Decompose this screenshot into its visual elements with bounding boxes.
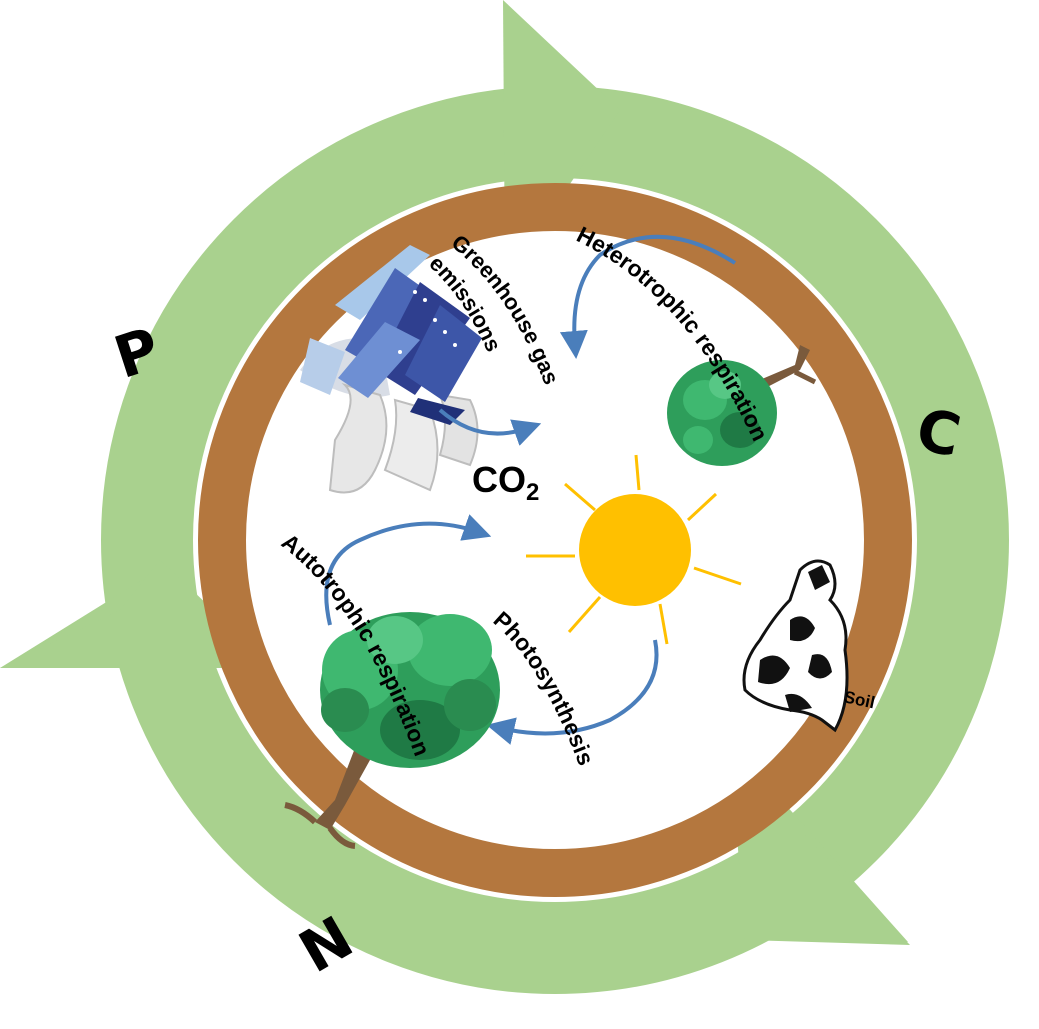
cycle-arrowhead-bottom-right-wide	[730, 745, 910, 945]
heterotrophic-arrow	[559, 234, 737, 359]
photosynthesis-arrow	[486, 639, 659, 745]
cow-icon	[742, 559, 849, 733]
tree-icon	[284, 612, 500, 849]
co2-label: CO2	[472, 459, 539, 506]
factory-icon	[300, 245, 482, 494]
emission-arrow	[438, 408, 542, 446]
co2-subscript: 2	[526, 479, 539, 506]
small-tree-icon	[667, 345, 817, 466]
soil-ring	[198, 183, 912, 897]
autotrophic-arrow	[324, 514, 492, 626]
sun-icon	[526, 454, 742, 645]
cycle-arrowhead-left-wide	[0, 560, 275, 668]
